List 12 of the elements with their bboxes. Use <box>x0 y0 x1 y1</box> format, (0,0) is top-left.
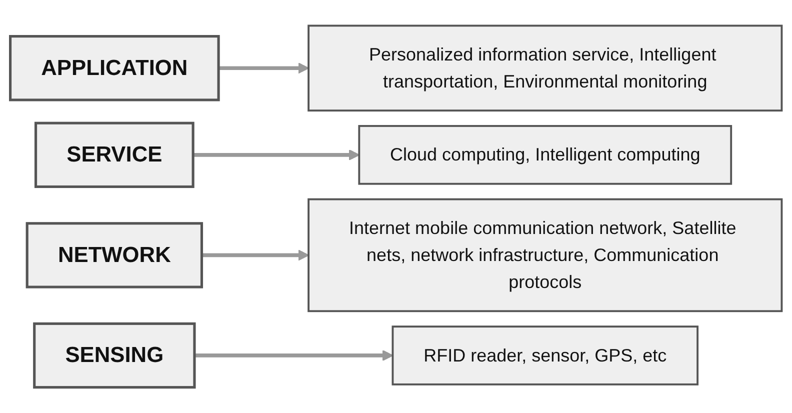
node-box: Personalized information service, Intelligent transportation, Environmental monitoring <box>308 24 783 112</box>
node-box: APPLICATION <box>9 35 220 102</box>
arrow <box>202 250 310 261</box>
node-box: NETWORK <box>26 222 204 288</box>
node-box: Internet mobile communication network, Satellite nets, network infrastructure, Communication protocols <box>308 198 783 312</box>
arrow <box>218 62 310 74</box>
node-box: SERVICE <box>34 122 194 188</box>
node-box: SENSING <box>33 322 196 389</box>
arrow <box>193 149 360 161</box>
node-box: RFID reader, sensor, GPS, etc <box>392 326 698 386</box>
node-box: Cloud computing, Intelligent computing <box>358 125 732 185</box>
arrow <box>194 350 394 362</box>
